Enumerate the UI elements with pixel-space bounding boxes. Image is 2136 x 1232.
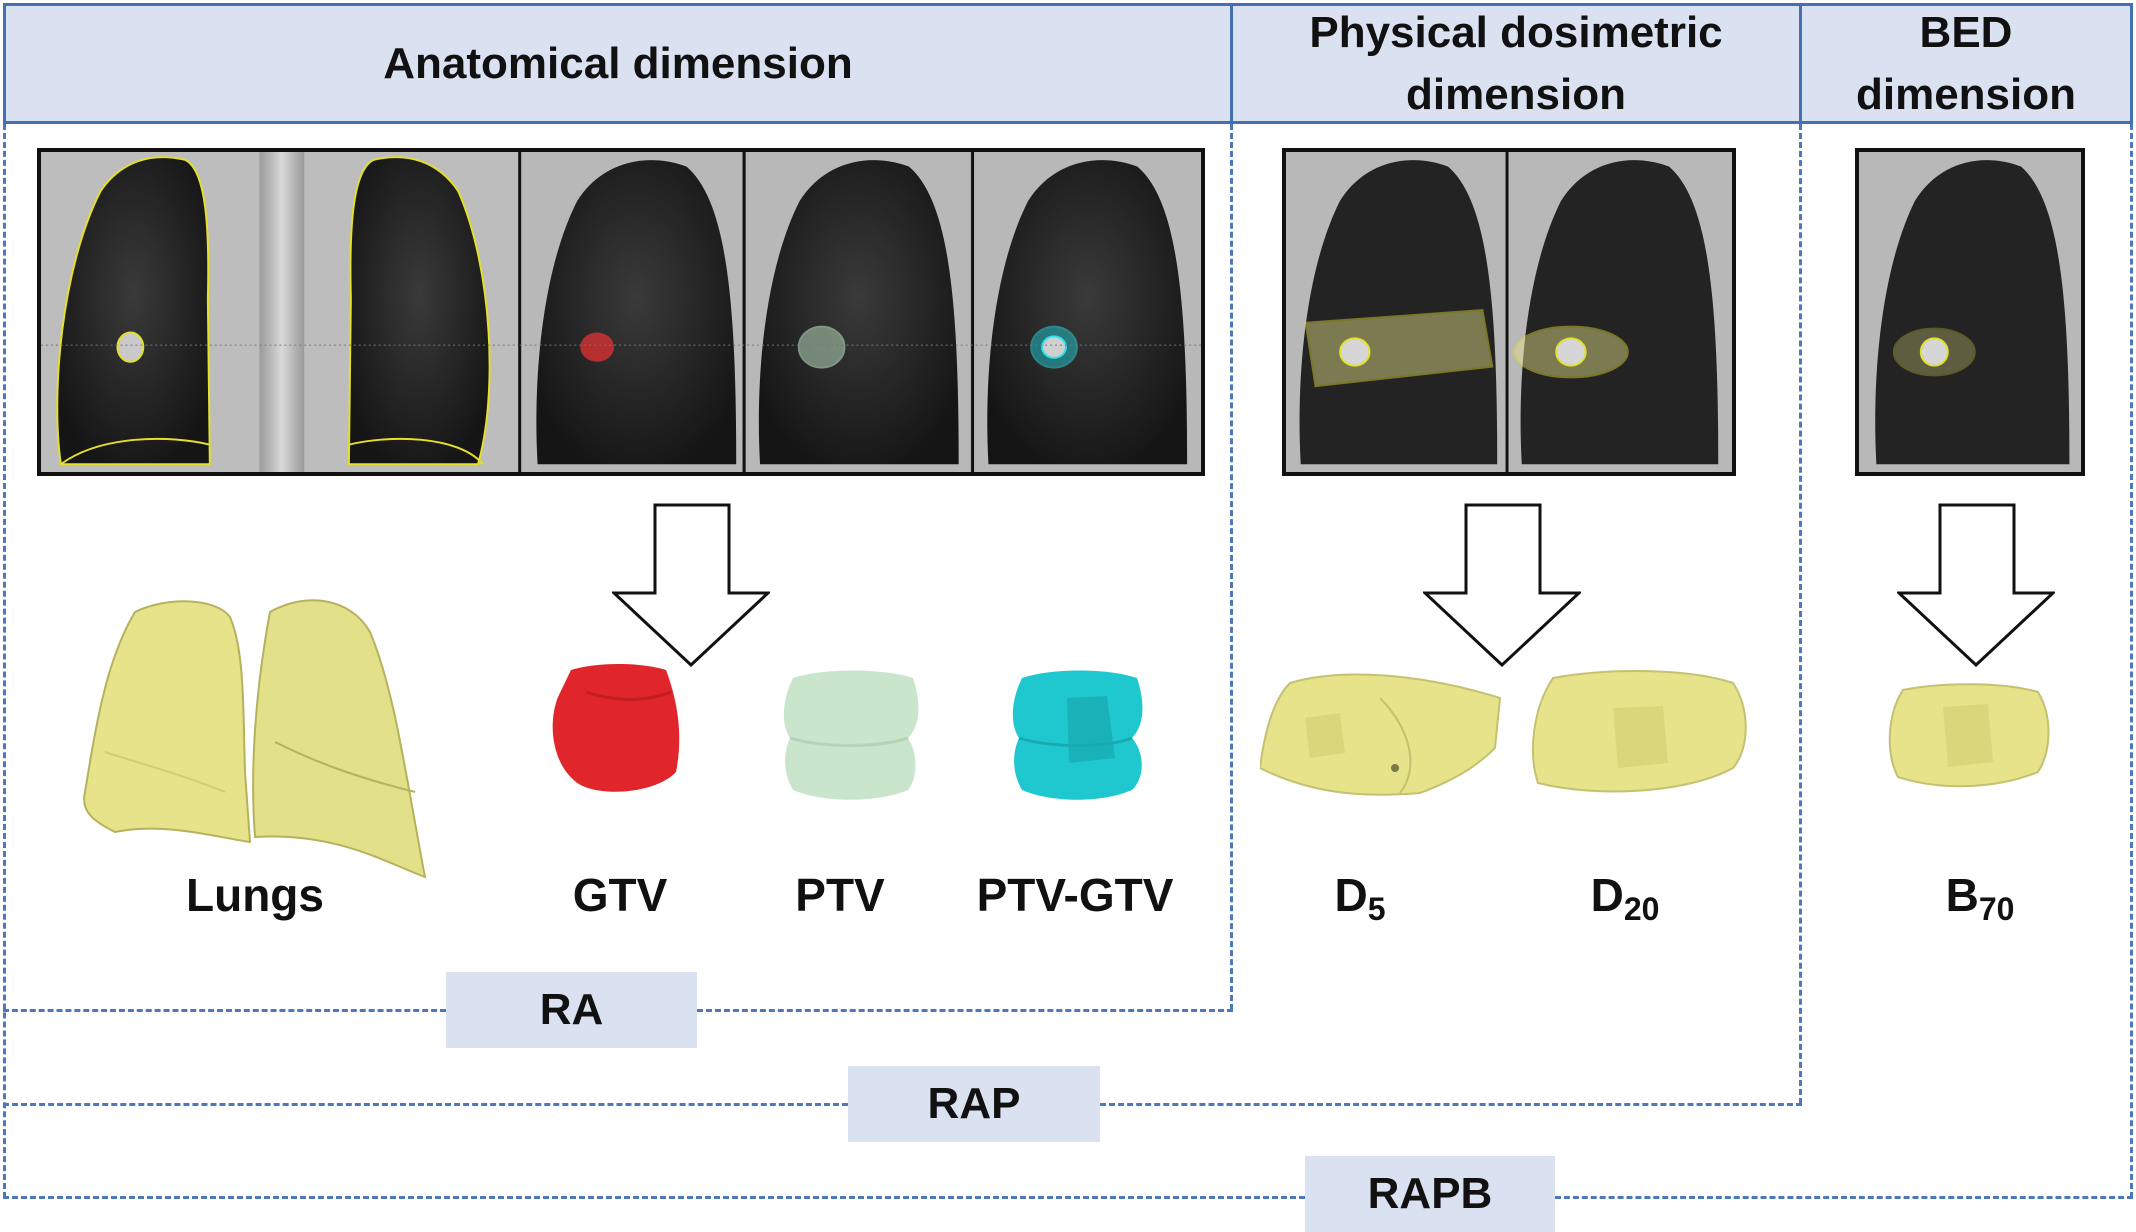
down-arrow-icon — [1423, 503, 1581, 667]
d5-3d-model — [1260, 673, 1502, 796]
model-tag-ra: RA — [446, 972, 697, 1048]
rapb-boundary-bottom-left — [3, 1196, 1305, 1199]
ct-image-strip-anatomical — [37, 148, 1205, 476]
ptv-3d-model — [783, 670, 919, 800]
physical-dosimetric-dimension-title: Physical dosimetric dimension — [1309, 7, 1723, 119]
down-arrow-icon — [1897, 503, 2055, 667]
ra-boundary-bottom-left — [3, 1009, 446, 1012]
gtv-3d-model — [552, 664, 680, 792]
label-ptv-gtv: PTV-GTV — [976, 869, 1174, 921]
rapb-boundary-right — [2130, 124, 2133, 1198]
label-lungs: Lungs — [186, 869, 324, 921]
label-gtv: GTV — [572, 869, 668, 921]
bed-dimension-title: BED dimension — [1855, 7, 2077, 119]
physical-dosimetric-dimension-header: Physical dosimetric dimension — [1230, 3, 1802, 124]
d20-3d-model — [1532, 670, 1747, 793]
anatomical-dimension-header: Anatomical dimension — [3, 3, 1233, 124]
down-arrow-icon — [612, 503, 770, 667]
ra-boundary-bottom-right — [697, 1009, 1233, 1012]
rap-boundary-bottom-left — [3, 1103, 848, 1106]
ct-image-strip-bed — [1855, 148, 2085, 476]
ct-image-strip-dosimetric — [1282, 148, 1736, 476]
label-d20: D20 — [1590, 869, 1660, 927]
anatomical-dimension-title: Anatomical dimension — [383, 38, 853, 88]
lungs-3d-model — [83, 599, 427, 879]
model-tag-rap: RAP — [848, 1066, 1100, 1142]
bed-dimension-header: BED dimension — [1799, 3, 2133, 124]
ra-boundary-left — [3, 124, 6, 1198]
label-d5: D5 — [1334, 869, 1386, 927]
ptv-gtv-3d-model — [1012, 670, 1143, 800]
model-tag-rapb: RAPB — [1305, 1156, 1555, 1232]
rap-boundary-right — [1799, 124, 1802, 1104]
rap-boundary-bottom-right — [1100, 1103, 1802, 1106]
ra-boundary-right — [1230, 124, 1233, 1010]
label-ptv: PTV — [795, 869, 885, 921]
rapb-boundary-bottom-right — [1555, 1196, 2133, 1199]
b70-3d-model — [1888, 683, 2050, 788]
label-b70: B70 — [1945, 869, 2015, 927]
